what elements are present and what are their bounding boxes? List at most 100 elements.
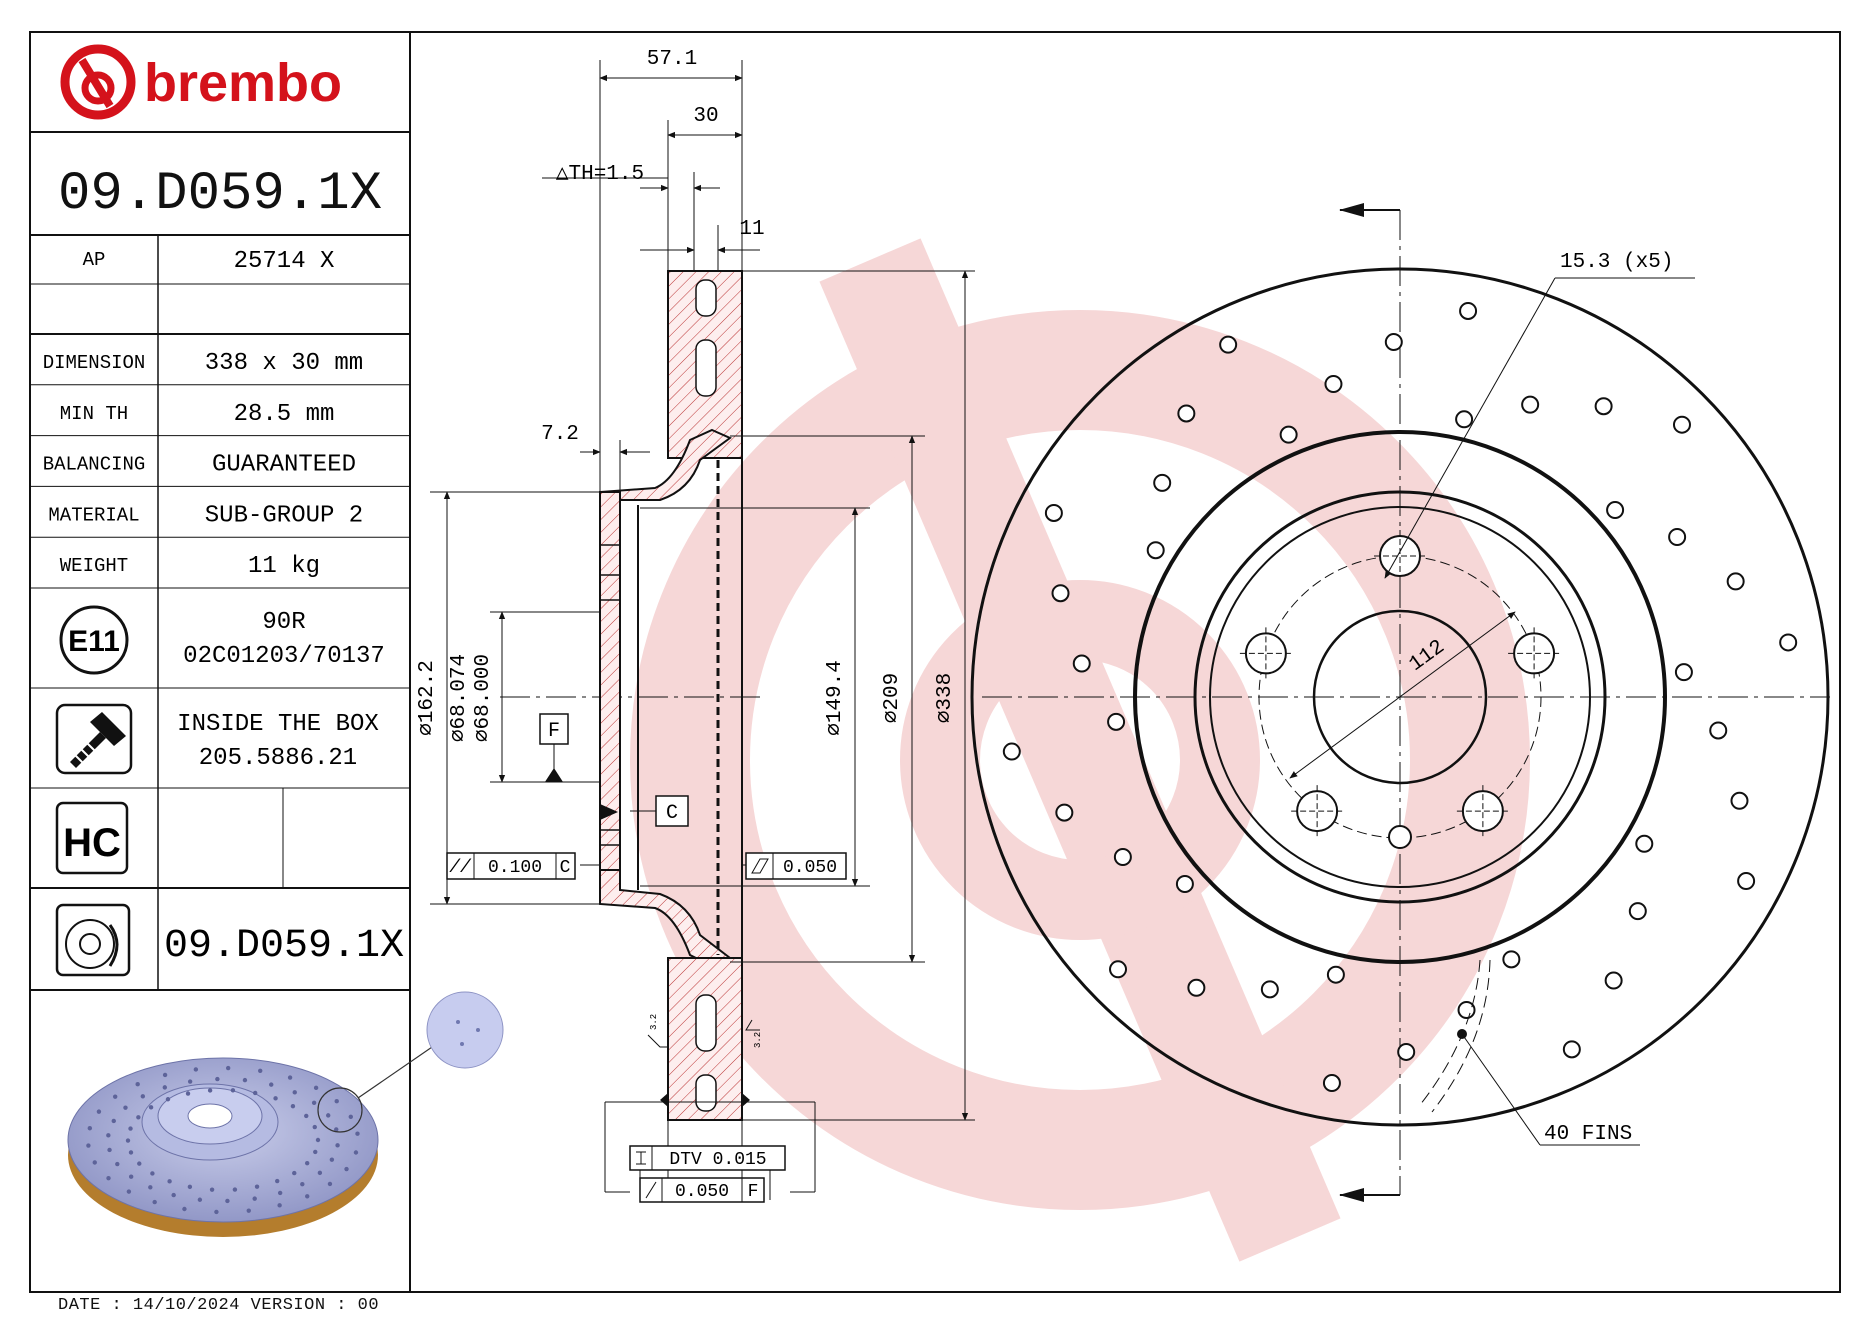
disc-3d-hole xyxy=(335,1143,340,1148)
disc-3d-hole xyxy=(209,1187,215,1192)
disc-3d-hole xyxy=(232,1187,238,1192)
disc-3d-hole xyxy=(148,1185,153,1190)
e11-label: E11 xyxy=(68,625,120,658)
disc-3d-hole xyxy=(215,1076,220,1082)
svg-text:HC: HC xyxy=(63,821,121,865)
disc-3d-hole xyxy=(86,1143,91,1148)
dtv-frame: DTV 0.015 xyxy=(629,1145,786,1171)
disc-3d-hole xyxy=(277,1190,283,1196)
hc-mark: HC xyxy=(55,801,129,875)
disc-3d-hole xyxy=(148,1105,154,1110)
spec-label: WEIGHT xyxy=(60,555,128,577)
svg-text:F: F xyxy=(748,1182,759,1202)
dim-th-variation: △TH=1.5 xyxy=(556,163,644,186)
disc-3d-hole xyxy=(230,1088,236,1093)
disc-3d-hole xyxy=(348,1114,353,1119)
drill-hole xyxy=(1107,712,1126,731)
drill-hole xyxy=(1730,791,1749,810)
drill-hole xyxy=(1668,528,1687,546)
disc-3d-hole xyxy=(115,1161,120,1167)
disc-3d-hole xyxy=(187,1079,193,1084)
drill-hole xyxy=(1459,301,1478,320)
disc-3d-hole xyxy=(137,1161,142,1166)
section-view: 57.1 30 △TH=1.5 11 7.2 ⌀162.2 ⌀68.074 ⌀6… xyxy=(416,48,975,1203)
spec-value: 338 x 30 mm xyxy=(205,350,363,377)
disc-3d-hole xyxy=(304,1160,310,1166)
drill-hole xyxy=(1175,874,1194,893)
drill-hole xyxy=(1326,965,1345,984)
disc-3d-hole xyxy=(136,1115,141,1120)
disc-3d-hole xyxy=(182,1206,187,1212)
disc-3d-hole xyxy=(150,1171,155,1176)
disc-3d-hole xyxy=(275,1178,280,1184)
dim-outer: ⌀338 xyxy=(934,673,957,723)
flatness-frame: // 0.100 C xyxy=(446,852,576,880)
drill-hole xyxy=(1672,415,1691,434)
disc-3d-hole xyxy=(125,1138,131,1143)
svg-text:DTV 0.015: DTV 0.015 xyxy=(669,1150,766,1170)
runout-left: 3.2 xyxy=(649,1014,659,1030)
spec-value: 28.5 mm xyxy=(234,401,335,428)
disc-3d-hole xyxy=(290,1103,296,1109)
disc-3d-hole xyxy=(246,1208,251,1213)
drill-hole xyxy=(1109,960,1128,979)
disc-3d-hole xyxy=(313,1149,318,1155)
disc-3d-hole xyxy=(311,1100,317,1105)
spec-value: SUB-GROUP 2 xyxy=(205,502,363,529)
dim-overall-offset: 57.1 xyxy=(647,48,697,71)
disc-3d-hole xyxy=(258,1068,263,1073)
disc-3d-hole xyxy=(87,1126,93,1131)
disc-3d-hole xyxy=(207,1088,213,1093)
disc-3d-hole xyxy=(327,1181,333,1187)
drill-hole xyxy=(1051,584,1070,603)
disc-3d-hole xyxy=(128,1174,134,1179)
homologation-line1: 90R xyxy=(262,609,305,636)
drill-hole xyxy=(1594,397,1613,416)
disc-3d-hole xyxy=(126,1189,132,1194)
disc-3d-hole xyxy=(140,1094,146,1099)
brembo-logo: brembo xyxy=(60,44,342,120)
drill-hole xyxy=(1279,425,1298,444)
disc-3d-hole xyxy=(313,1085,319,1091)
disc-3d-hole xyxy=(317,1170,323,1176)
disc-3d-hole xyxy=(315,1137,321,1143)
brembo-wordmark: brembo xyxy=(144,53,342,113)
dim-outer-hat: ⌀162.2 xyxy=(416,660,439,736)
disc-3d-hole xyxy=(152,1199,157,1205)
dim-inner-plate: 11 xyxy=(739,218,764,241)
drill-hole xyxy=(1521,395,1540,414)
screw-icon xyxy=(55,703,133,775)
spec-label: MATERIAL xyxy=(48,504,139,526)
datum-c: C xyxy=(630,795,689,827)
hole-dimension: 15.3 (x5) xyxy=(1560,251,1673,274)
drill-hole xyxy=(1260,980,1279,999)
disc-3d-hole xyxy=(304,1113,309,1119)
svg-text:0.050: 0.050 xyxy=(783,858,837,878)
disc-3d-hole xyxy=(171,1192,176,1198)
drill-hole xyxy=(1384,333,1403,352)
e11-mark: E11 xyxy=(59,605,129,675)
drill-hole xyxy=(1635,834,1654,853)
drill-hole xyxy=(1779,633,1798,652)
drill-hole xyxy=(1146,541,1165,560)
kit-line1: INSIDE THE BOX xyxy=(177,711,379,738)
disc-3d-hole xyxy=(193,1067,199,1072)
disc-3d-hole xyxy=(312,1124,317,1130)
part-number: 09.D059.1X xyxy=(58,164,382,225)
dim-bore-max: ⌀68.074 xyxy=(448,654,471,742)
disc-3d-hole xyxy=(353,1150,359,1155)
disc-3d-hole xyxy=(96,1109,102,1114)
homologation-line2: 02C01203/70137 xyxy=(183,643,385,670)
disc-3d-hole xyxy=(273,1096,278,1101)
disc-3d-hole xyxy=(292,1090,297,1095)
disc-3d-hole xyxy=(252,1090,258,1096)
ap-value: 25714 X xyxy=(234,248,335,275)
disc-3d-hole xyxy=(355,1131,360,1136)
dim-vent-inner: ⌀149.4 xyxy=(824,660,847,736)
drill-hole xyxy=(1604,971,1623,990)
drill-hole xyxy=(1324,374,1343,393)
dim-bore-min: ⌀68.000 xyxy=(472,654,495,742)
